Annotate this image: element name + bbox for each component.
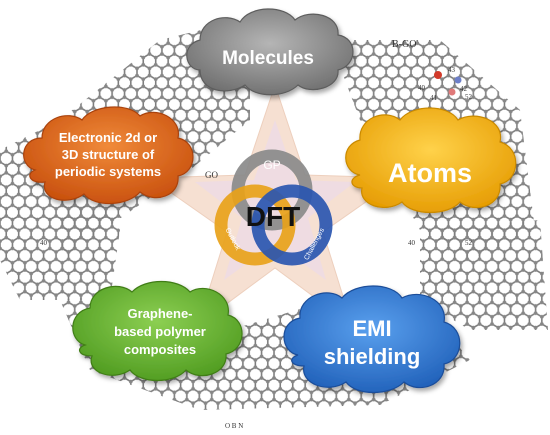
ring-label-gp: GP xyxy=(263,158,280,172)
graphene-composites-cloud xyxy=(72,281,243,381)
electronic-structure-label-line1: Electronic 2d or xyxy=(59,130,157,145)
atom-number: 41 xyxy=(430,94,438,102)
graphene-composites-label-line2: based polymer xyxy=(114,324,206,339)
atom-number: 40 xyxy=(408,239,416,247)
electronic-structure-label-line3: periodic systems xyxy=(55,164,161,179)
bgo-label: B-GO xyxy=(392,39,416,50)
go-label: GO xyxy=(205,170,218,180)
emi-shielding-label-line1: EMI xyxy=(352,316,391,341)
oxygen-atom xyxy=(434,71,442,79)
atom-number: 40 xyxy=(40,239,48,247)
dft-title: DFT xyxy=(246,201,300,232)
atoms-cloud xyxy=(345,107,517,213)
atom-number: 52 xyxy=(465,239,473,247)
bottom-legend: O B N xyxy=(225,422,243,430)
emi-shielding-cloud xyxy=(283,285,461,393)
atom-number: 42 xyxy=(460,85,468,93)
ring-outlook xyxy=(214,184,296,266)
emi-shielding-label-line2: shielding xyxy=(324,344,421,369)
nitrogen-atom xyxy=(454,76,462,84)
atom-number: 40 xyxy=(418,84,426,92)
graphene-composites-label-line1: Graphene- xyxy=(127,306,192,321)
molecules-cloud xyxy=(186,8,354,96)
electronic-structure-label-line2: 3D structure of xyxy=(62,147,155,162)
graphene-sheet-right xyxy=(420,220,548,330)
atom-number: 52 xyxy=(465,93,473,101)
electronic-structure-cloud xyxy=(23,106,194,205)
atoms-label: Atoms xyxy=(388,158,472,188)
graphene-composites-label-line3: composites xyxy=(124,342,196,357)
atom-number: 43 xyxy=(448,66,456,74)
dft-center-rings xyxy=(214,149,333,266)
boron-atom xyxy=(448,88,456,96)
molecules-label: Molecules xyxy=(222,48,314,69)
ring-challenges xyxy=(251,184,333,266)
